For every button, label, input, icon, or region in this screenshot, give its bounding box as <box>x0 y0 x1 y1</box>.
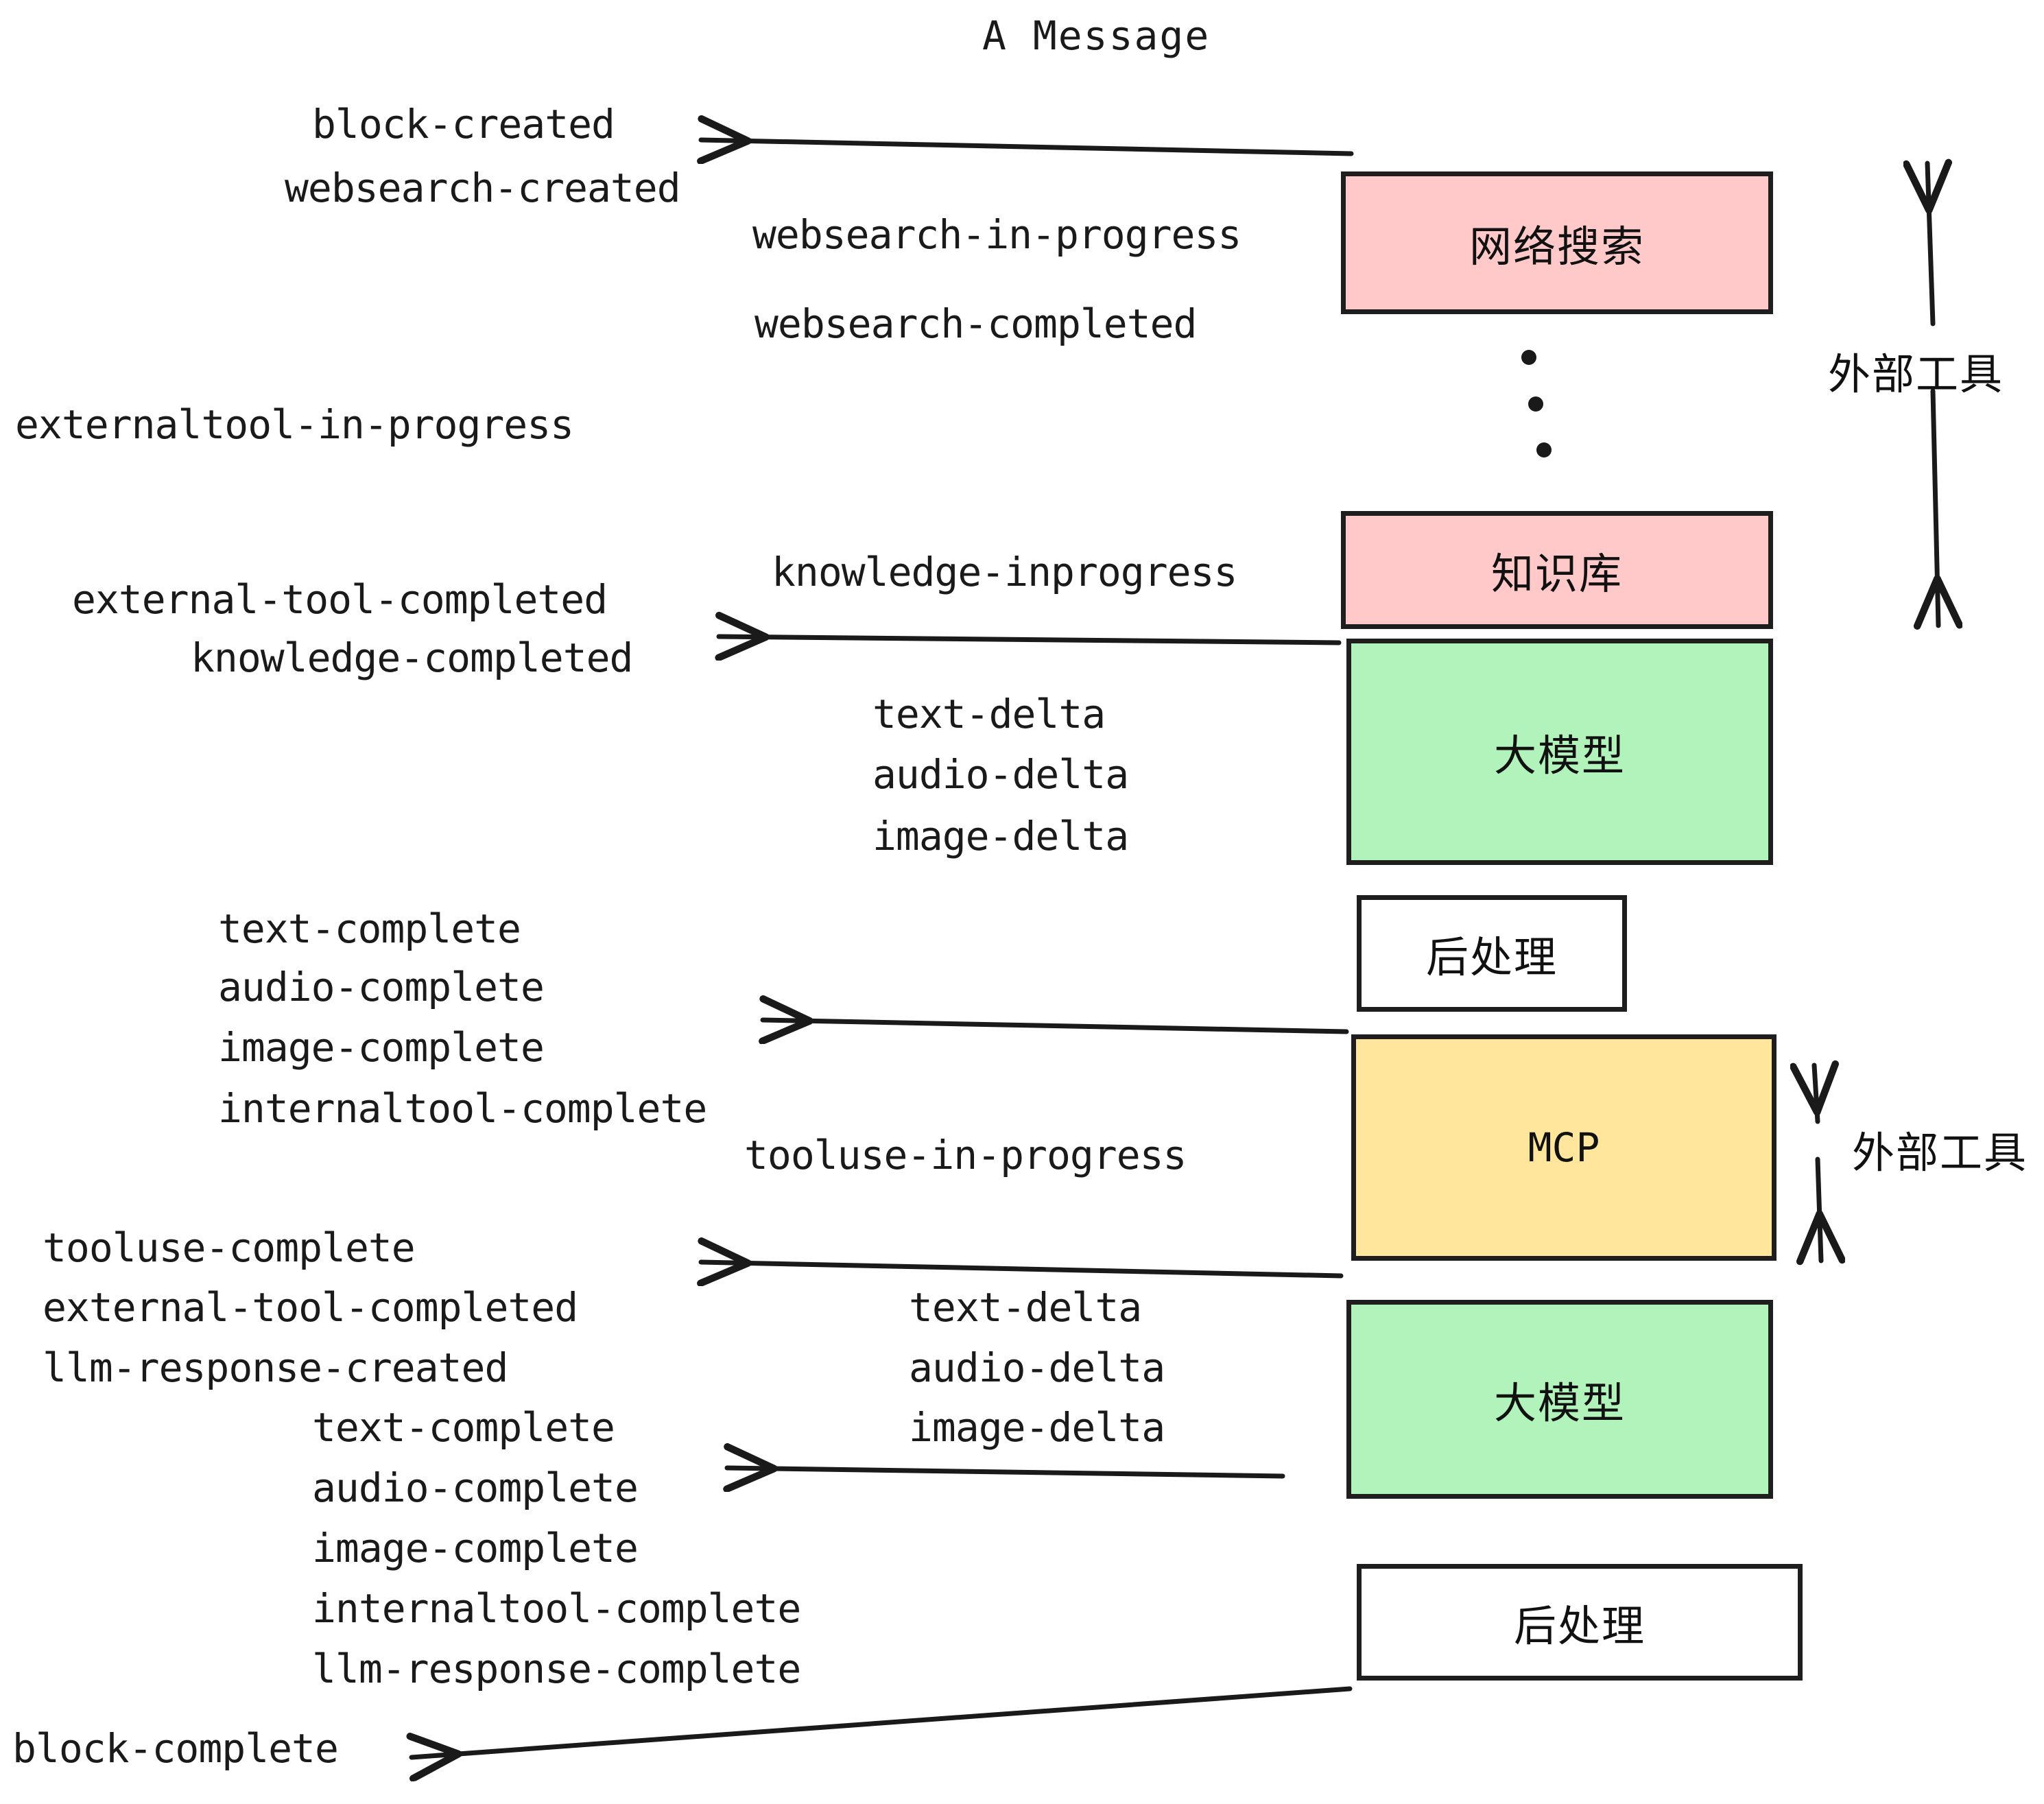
event-label: websearch-completed <box>754 300 1197 347</box>
websearch-return-arrow <box>701 140 1354 154</box>
knowledge-return-arrow <box>719 637 1342 643</box>
event-label: external-tool-completed <box>72 576 608 623</box>
node-box[interactable]: 知识库 <box>1341 511 1773 629</box>
node-box[interactable]: 后处理 <box>1357 895 1627 1012</box>
node-label: MCP <box>1528 1124 1600 1171</box>
node-label: 大模型 <box>1493 1378 1626 1428</box>
event-label: block-created <box>312 101 615 147</box>
llm-return-arrow <box>727 1468 1285 1476</box>
event-label: text-delta <box>872 691 1106 737</box>
event-label: audio-delta <box>872 751 1129 798</box>
event-label: websearch-created <box>285 165 681 211</box>
diagram-title: A Message <box>982 12 1211 59</box>
node-label: 后处理 <box>1425 932 1558 982</box>
event-label: internaltool-complete <box>312 1585 801 1632</box>
event-label: externaltool-in-progress <box>15 401 574 448</box>
event-label: websearch-in-progress <box>752 211 1241 258</box>
external-tool-annotation: 外部工具 <box>1828 349 2004 399</box>
event-label: internaltool-complete <box>218 1085 707 1132</box>
event-label: audio-complete <box>312 1464 639 1511</box>
node-label: 网络搜索 <box>1469 222 1645 272</box>
node-box[interactable]: 后处理 <box>1357 1564 1803 1681</box>
event-label: knowledge-completed <box>191 634 633 681</box>
ellipsis-dot-icon <box>1521 350 1536 365</box>
node-label: 后处理 <box>1513 1601 1645 1651</box>
event-label: block-complete <box>12 1725 339 1772</box>
event-label: tooluse-in-progress <box>744 1132 1187 1178</box>
event-label: image-delta <box>909 1404 1165 1451</box>
mcp-tool-up-arrow <box>1814 1065 1818 1124</box>
event-label: text-complete <box>218 905 521 952</box>
node-box[interactable]: 大模型 <box>1346 639 1773 865</box>
event-label: text-delta <box>909 1284 1142 1331</box>
node-label: 大模型 <box>1493 731 1626 781</box>
external-tool-down-arrow <box>1933 388 1938 626</box>
node-label: 知识库 <box>1490 549 1623 599</box>
event-label: knowledge-inprogress <box>772 549 1237 595</box>
postprocess-return-arrow <box>763 1020 1349 1032</box>
event-label: llm-response-created <box>43 1344 508 1391</box>
ellipsis-dot-icon <box>1528 396 1543 412</box>
external-tool-up-arrow <box>1927 163 1933 327</box>
event-label: llm-response-complete <box>312 1646 801 1692</box>
node-box[interactable]: 网络搜索 <box>1341 171 1773 314</box>
node-box[interactable]: 大模型 <box>1346 1300 1773 1499</box>
event-label: tooluse-complete <box>43 1224 416 1271</box>
mcp-tool-down-arrow <box>1818 1156 1821 1261</box>
event-label: external-tool-completed <box>43 1284 578 1331</box>
block-complete-arrow <box>412 1686 1353 1757</box>
mcp-return-arrow <box>701 1262 1344 1276</box>
event-label: audio-complete <box>218 964 545 1010</box>
ellipsis-dot-icon <box>1536 442 1552 458</box>
event-label: image-complete <box>218 1024 545 1071</box>
event-label: image-delta <box>872 813 1129 859</box>
event-label: image-complete <box>312 1525 639 1571</box>
event-label: text-complete <box>312 1404 615 1451</box>
event-label: audio-delta <box>909 1344 1165 1391</box>
node-box[interactable]: MCP <box>1351 1034 1776 1261</box>
external-tool-annotation: 外部工具 <box>1852 1128 2028 1178</box>
